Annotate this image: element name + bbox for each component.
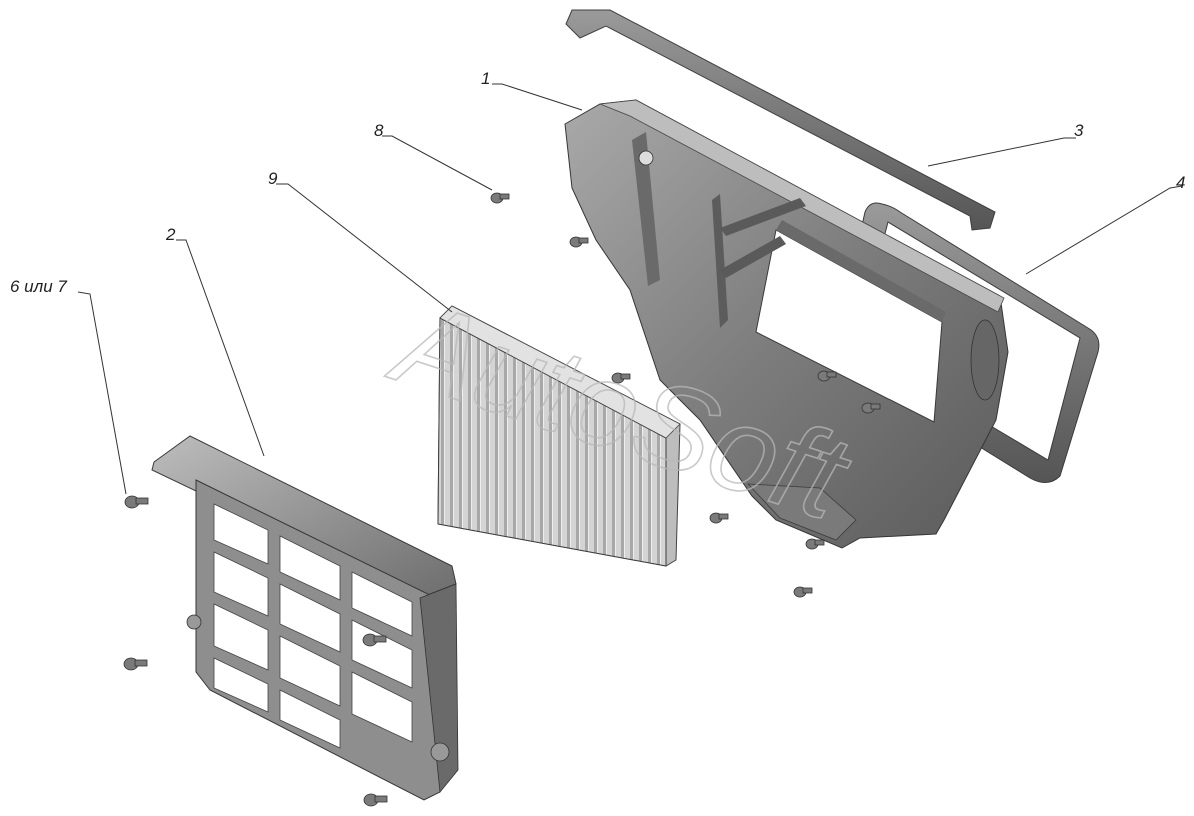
leader-8 [382,135,493,191]
screw [362,633,387,647]
screw [569,236,589,248]
leader-3 [927,137,1076,167]
screw [709,512,729,524]
callout-9: 9 [268,169,278,188]
screw [363,793,388,807]
screws [123,192,881,807]
callout-4: 4 [1176,173,1185,192]
housing-part-1 [564,99,1009,549]
leader-1 [492,83,583,111]
seal-strip-part-3 [565,9,996,231]
screw [611,372,631,384]
leader-9 [276,183,453,313]
callout-2: 2 [165,225,176,244]
screw [490,192,510,204]
cabin-filter-part-9 [437,305,681,567]
screw [793,586,813,598]
callout-1: 1 [481,69,490,88]
callout-labels: 1 2 3 4 6 или 7 8 9 [10,69,1185,296]
screw [124,495,149,509]
leader-2 [176,239,265,457]
screw [805,538,825,550]
callout-3: 3 [1074,121,1084,140]
screw [817,370,837,382]
leader-4 [1025,185,1183,275]
screw [861,402,881,414]
leader-6-7 [77,291,127,495]
callout-8: 8 [374,121,384,140]
screw [123,657,148,671]
callout-6-7: 6 или 7 [10,277,67,296]
grille-frame-part-2 [151,435,459,801]
leader-lines [77,83,1183,495]
